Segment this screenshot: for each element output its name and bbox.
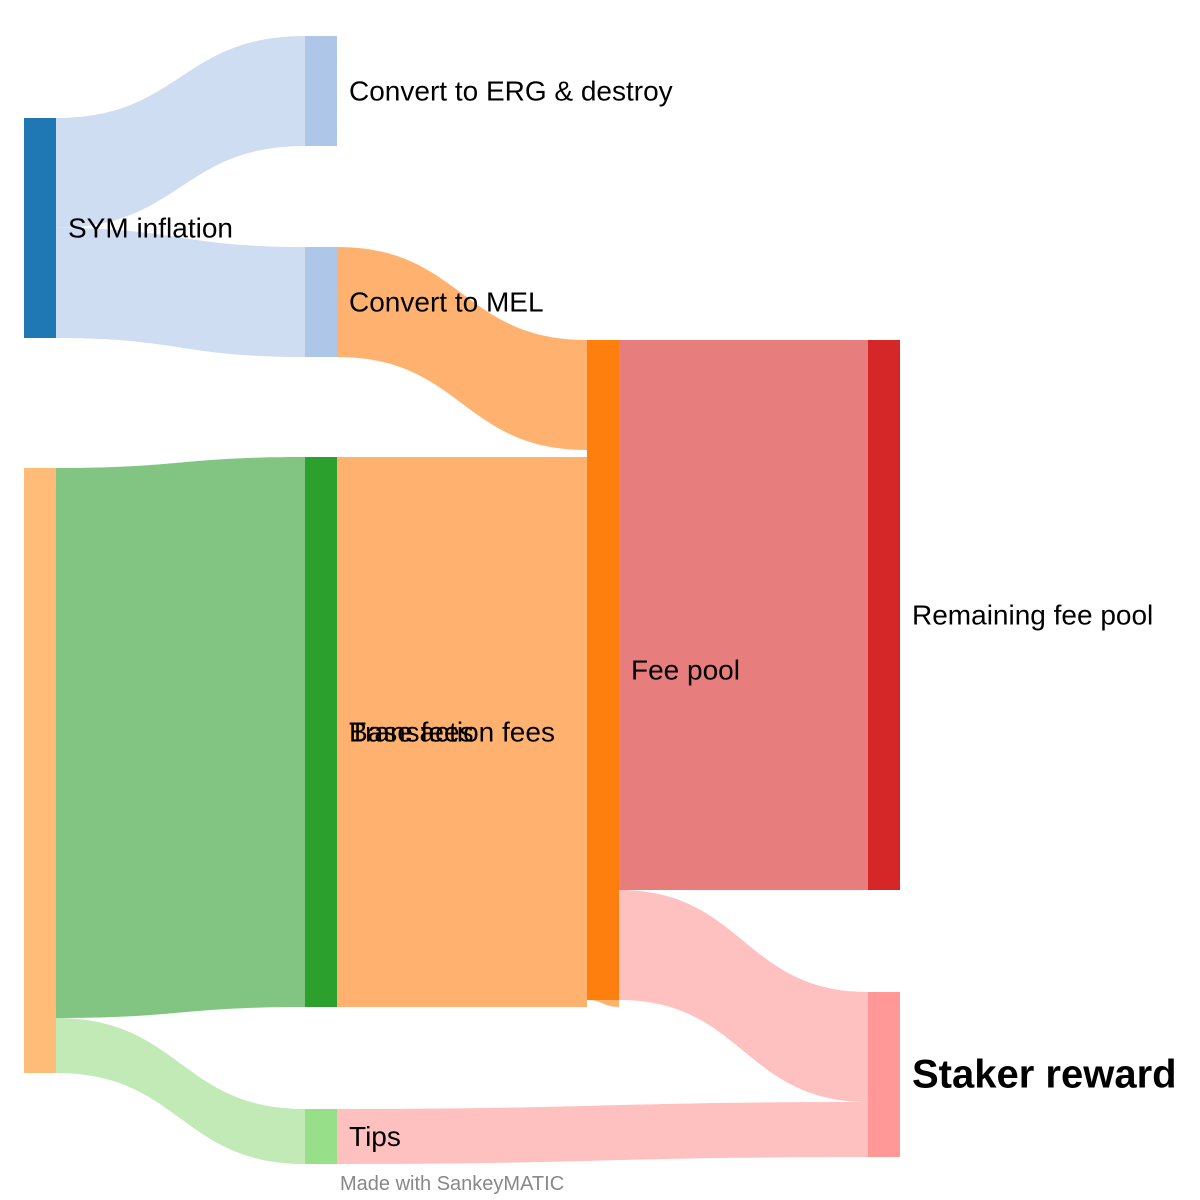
link-txfees-to-tips [56,1018,305,1164]
node-bar-tips [305,1109,337,1164]
node-label-pool: Fee pool [631,655,740,686]
node-label-remaining: Remaining fee pool [912,600,1153,631]
node-label-erg: Convert to ERG & destroy [349,76,673,107]
node-label-tips: Tips [349,1121,401,1152]
node-bar-staker [868,992,900,1157]
link-sym-to-mel [56,228,305,357]
node-bar-pool [587,340,619,1000]
sankey-links [56,36,868,1164]
node-bar-tx [305,457,337,1007]
link-tips-to-staker [337,1102,868,1164]
link-txfees-to-tx [56,457,305,1018]
link-mel-to-pool [337,247,587,450]
link-pool-to-staker [619,890,868,1102]
link-pool-to-remaining [619,340,868,890]
node-label-staker: Staker reward [912,1053,1177,1097]
node-label-sym: SYM inflation [68,213,233,244]
credit-text: Made with SankeyMATIC [340,1173,564,1195]
node-bar-remaining [868,340,900,890]
node-label-tx: Transaction fees [349,717,555,748]
sankey-labels: SYM inflation Convert to ERG & destroyCon… [68,76,1177,1153]
node-bar-erg [305,36,337,146]
node-bar-txfees [24,468,56,1073]
link-tx-to-base [337,457,587,1007]
sankey-nodes [24,36,900,1164]
node-bar-sym [24,118,56,338]
node-bar-mel [305,247,337,357]
link-sym-to-erg [56,36,305,228]
node-label-mel: Convert to MEL [349,287,544,318]
node-label-base: Base fees [349,717,474,748]
